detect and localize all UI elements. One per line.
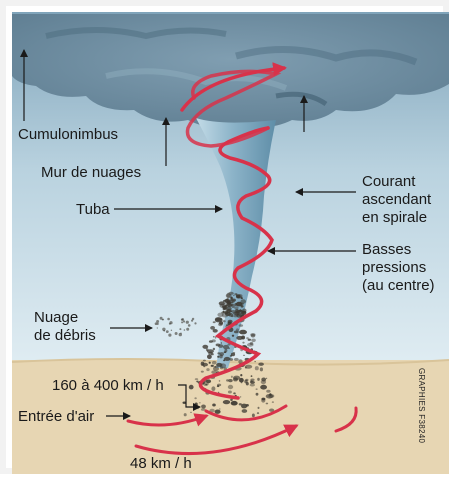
tornado-diagram: Cumulonimbus Mur de nuages Tuba Courant … xyxy=(11,12,449,474)
label-nuage-2: de débris xyxy=(34,327,96,344)
label-courant-3: en spirale xyxy=(362,209,427,226)
funnel-cloud xyxy=(196,118,276,368)
label-cumulonimbus: Cumulonimbus xyxy=(18,126,118,143)
label-basses-3: (au centre) xyxy=(362,277,435,294)
label-vitesse-entree: 48 km / h xyxy=(130,455,192,472)
leader-lines xyxy=(20,49,356,420)
label-mur-de-nuages: Mur de nuages xyxy=(41,164,141,181)
label-courant-1: Courant xyxy=(362,173,416,190)
inflow-arrows xyxy=(126,404,358,456)
label-entree-air: Entrée d'air xyxy=(18,408,94,425)
ground xyxy=(12,360,449,474)
label-vitesse-rotation: 160 à 400 km / h xyxy=(52,377,164,394)
credit-text: GRAPHIES F38240 xyxy=(417,368,426,444)
label-courant-2: ascendant xyxy=(362,191,432,208)
spiral-updraft xyxy=(180,62,287,400)
label-basses-1: Basses xyxy=(362,241,411,258)
label-tuba: Tuba xyxy=(76,201,110,218)
label-basses-2: pressions xyxy=(362,259,426,276)
label-nuage-1: Nuage xyxy=(34,309,78,326)
